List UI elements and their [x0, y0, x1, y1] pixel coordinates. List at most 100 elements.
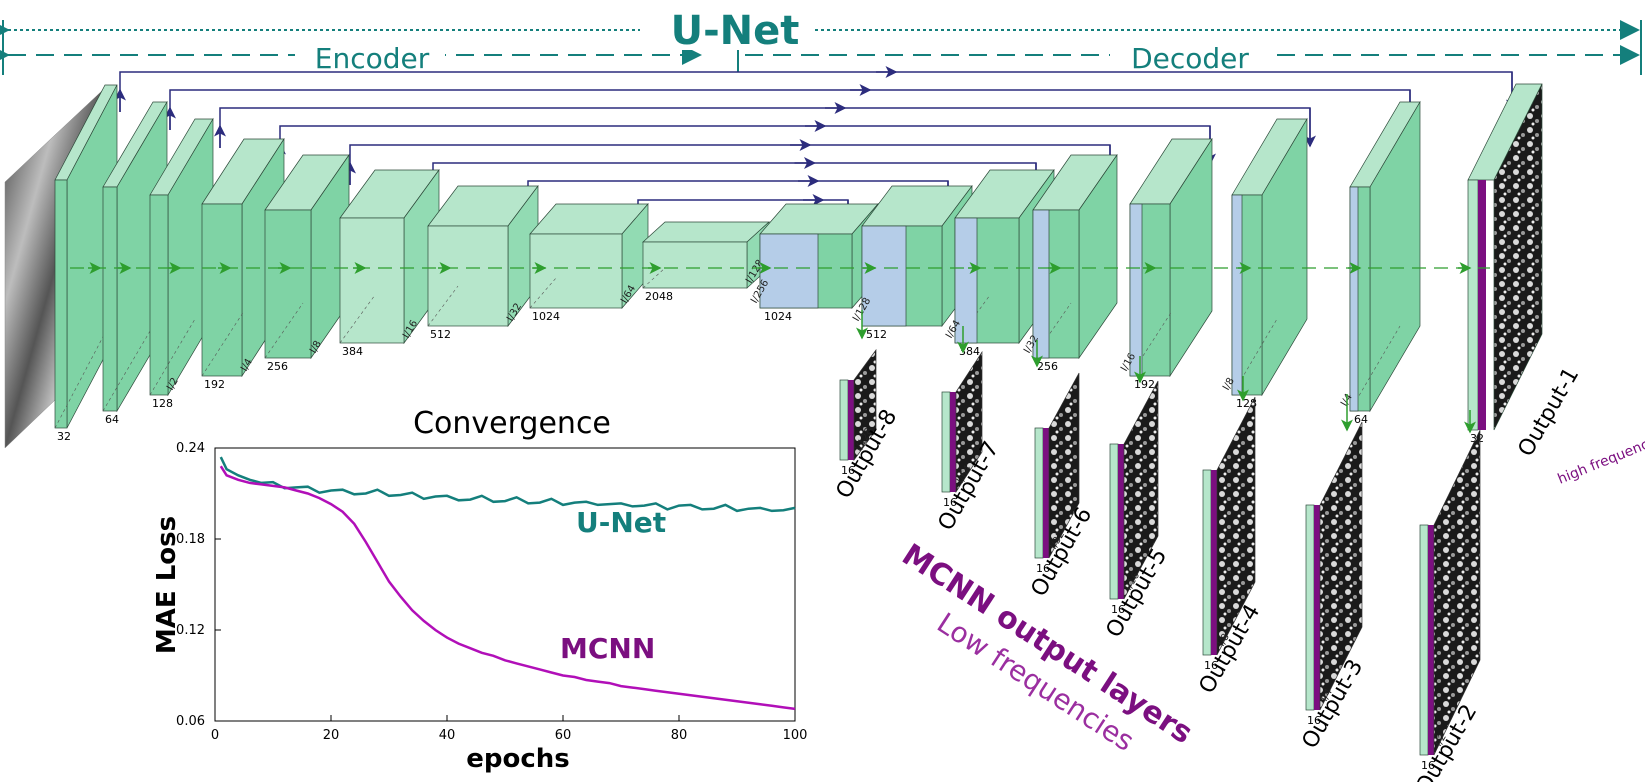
output-channels: 16 — [841, 464, 855, 477]
output-1-front — [1467, 179, 1479, 431]
y-tick-label: 0.18 — [176, 532, 205, 547]
encoder-scale-label: I/8 — [308, 339, 324, 355]
output-1-label: Output-1 — [1514, 363, 1585, 461]
encoder-channel-label: 256 — [267, 360, 288, 373]
encoder-block-2-hidden-edge — [102, 325, 154, 412]
output-front — [941, 391, 951, 493]
output-purple-band — [1211, 470, 1217, 655]
decoder-block-6 — [1231, 117, 1308, 397]
decoder-block-7 — [1349, 100, 1421, 413]
output-channels: 16 — [943, 496, 957, 509]
x-tick-label: 100 — [783, 728, 808, 743]
encoder-block-8 — [529, 203, 649, 309]
series-label-unet: U-Net — [576, 506, 666, 539]
decoder-block-4 — [1032, 153, 1118, 360]
encoder-block-1-front — [54, 179, 68, 429]
output-purple-band — [1428, 525, 1434, 755]
decoder-channel-label: 64 — [1354, 413, 1368, 426]
encoder-scale-label: I/2 — [165, 376, 181, 392]
y-axis-label: MAE Loss — [152, 516, 182, 654]
encoder-channel-label: 1024 — [532, 310, 560, 323]
skip-line-3 — [219, 107, 1311, 148]
output-front — [1305, 504, 1315, 711]
encoder-block-9-front — [642, 241, 748, 289]
encoder-block-7-hidden-edge — [427, 285, 459, 327]
encoder-channel-label: 512 — [430, 328, 451, 341]
encoder-block-7 — [427, 184, 539, 328]
encoder-block-8-front — [529, 233, 623, 309]
decoder-concat-part — [1349, 186, 1359, 412]
output-channels: 16 — [1204, 659, 1218, 672]
skip-line-2 — [169, 89, 1411, 130]
series-line-u-net — [219, 456, 796, 513]
encoder-block-6-hidden-edge — [339, 294, 376, 344]
plot-area — [214, 447, 796, 722]
high-frequency-note: high frequency — [1556, 433, 1645, 487]
output-channels: 16 — [1036, 562, 1050, 575]
decoder-channel-label: 384 — [959, 345, 980, 358]
x-tick-label: 80 — [671, 728, 688, 743]
output-scale: I/2 — [1433, 732, 1449, 748]
encoder-block-5 — [264, 153, 350, 360]
encoder-channel-label: 384 — [342, 345, 363, 358]
output-image — [1123, 380, 1159, 600]
encoder-channel-label: 2048 — [645, 290, 673, 303]
output-scale: I/4 — [1319, 687, 1335, 703]
output-purple-band — [1314, 505, 1320, 710]
x-tick-label: 20 — [323, 728, 340, 743]
unet-title: U-Net — [671, 8, 800, 54]
encoder-scale-label: I/4 — [239, 357, 255, 373]
x-axis-label: epochs — [466, 744, 570, 774]
output-image — [1048, 372, 1080, 559]
output-image — [1216, 396, 1256, 656]
decoder-block-3-hidden-edge — [954, 294, 991, 344]
output-front — [1202, 469, 1212, 656]
encoder-channel-label: 192 — [204, 378, 225, 391]
skip-line-1 — [119, 71, 1513, 112]
encoder-label: Encoder — [315, 42, 430, 75]
encoder-channel-label: 128 — [152, 397, 173, 410]
decoder-block-2 — [861, 184, 973, 328]
encoder-block-7-front — [427, 225, 509, 327]
decoder-channel-label: 1024 — [764, 310, 792, 323]
decoder-concat-part — [759, 233, 819, 309]
decoder-concat-part — [1129, 203, 1143, 377]
output-image — [1433, 429, 1481, 756]
encoder-block-3-hidden-edge — [149, 318, 196, 396]
encoder-block-8-hidden-edge — [529, 277, 557, 309]
encoder-block-4-hidden-edge — [201, 310, 245, 377]
output-1-purple-band — [1478, 180, 1486, 430]
x-tick-label: 0 — [211, 728, 219, 743]
output-front — [1109, 443, 1119, 600]
decoder-channel-label: 512 — [866, 328, 887, 341]
x-tick-label: 40 — [439, 728, 456, 743]
encoder-block-6-front — [339, 217, 405, 344]
output-scale: I/8 — [1216, 632, 1232, 648]
decoder-concat-part — [861, 225, 907, 327]
encoder-block-5-hidden-edge — [264, 302, 304, 359]
encoder-block-3-front — [149, 194, 169, 396]
y-tick-label: 0.24 — [176, 441, 205, 456]
decoder-label: Decoder — [1131, 42, 1249, 75]
encoder-block-4-front — [201, 203, 243, 377]
decoder-channel-label: 192 — [1134, 378, 1155, 391]
header: U-Net Encoder Decoder — [0, 8, 1642, 75]
decoder-block-5 — [1129, 137, 1213, 378]
output-channels: 16 — [1421, 759, 1435, 772]
output-image — [1319, 421, 1363, 711]
y-tick-label: 0.12 — [176, 623, 205, 638]
output-channels: 16 — [1111, 603, 1125, 616]
decoder-channel-label: 256 — [1037, 360, 1058, 373]
output-purple-band — [848, 380, 854, 460]
